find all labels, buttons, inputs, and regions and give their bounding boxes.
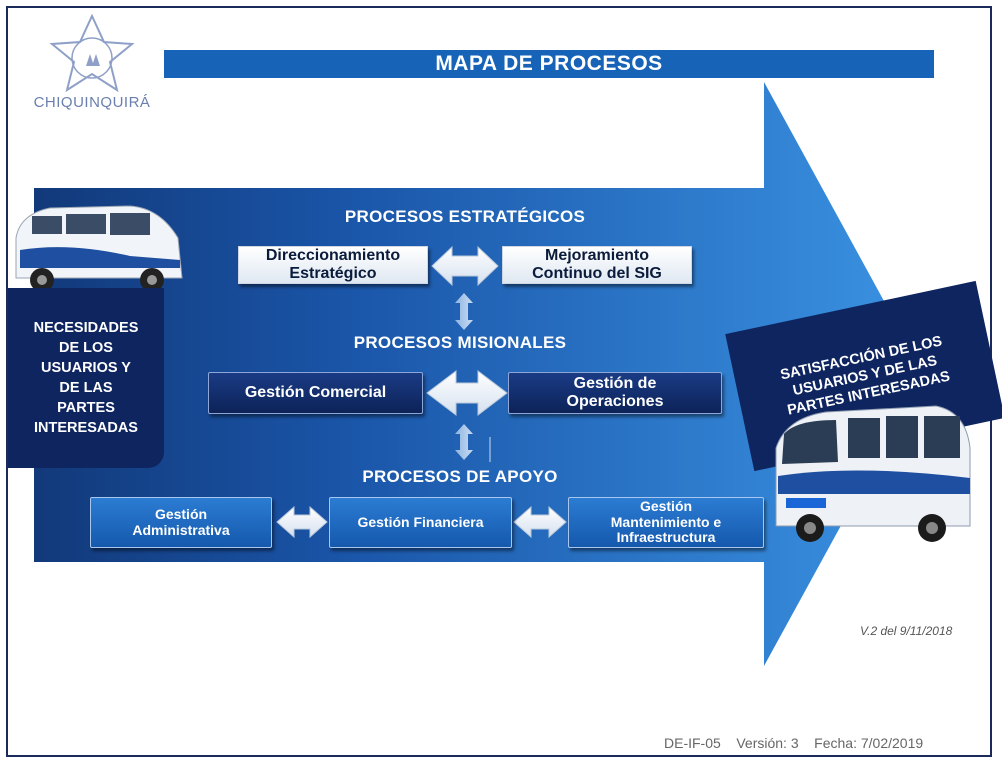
star-seal-icon — [49, 13, 135, 93]
process-label: Gestión de — [573, 375, 657, 393]
company-logo: CHIQUINQUIRÁ — [22, 13, 162, 120]
user-needs-line: USUARIOS Y — [41, 360, 131, 376]
process-label: Continuo del SIG — [532, 265, 662, 282]
user-needs-line: NECESIDADES — [33, 320, 139, 336]
process-label: Gestión Financiera — [357, 513, 484, 530]
strategic-process-box: Mejoramiento Continuo del SIG — [502, 246, 692, 284]
strategic-process-box: Direccionamiento Estratégico — [238, 246, 428, 284]
process-label: Mejoramiento — [544, 247, 649, 265]
double-arrow-icon — [513, 505, 567, 539]
left-bus-icon — [15, 205, 183, 292]
process-label: Infraestructura — [616, 529, 716, 546]
user-needs-panel: NECESIDADES DE LOS USUARIOS Y DE LAS PAR… — [8, 288, 164, 468]
missional-process-box: Gestión de Operaciones — [508, 372, 722, 414]
missional-section-title: PROCESOS MISIONALES — [353, 333, 567, 352]
right-bus-icon — [775, 405, 971, 542]
version-note: V.2 del 9/11/2018 — [860, 624, 953, 638]
process-label: Gestión — [639, 498, 693, 515]
vertical-double-arrow-icon — [455, 293, 473, 330]
process-label: Gestión — [154, 506, 208, 523]
strategic-section-title: PROCESOS ESTRATÉGICOS — [344, 207, 586, 226]
double-arrow-icon — [276, 505, 328, 539]
process-label: Gestión Comercial — [244, 384, 387, 402]
process-label: Direccionamiento — [265, 247, 401, 265]
document-footer: DE-IF-05 Versión: 3 Fecha: 7/02/2019 — [664, 735, 924, 751]
user-needs-line: INTERESADAS — [34, 420, 138, 436]
vertical-double-arrow-icon — [455, 424, 473, 460]
user-needs-line: DE LAS — [59, 380, 113, 396]
user-needs-line: PARTES — [57, 400, 115, 416]
process-label: Operaciones — [566, 393, 664, 410]
support-process-box: Gestión Financiera — [329, 497, 512, 548]
double-arrow-icon — [431, 245, 499, 287]
process-label: Mantenimiento e — [610, 513, 722, 530]
missional-process-box: Gestión Comercial — [208, 372, 423, 414]
support-section-title: PROCESOS DE APOYO — [362, 467, 558, 486]
page-title: MAPA DE PROCESOS — [164, 50, 934, 78]
double-arrow-icon — [426, 369, 508, 417]
user-needs-line: DE LOS — [59, 340, 113, 356]
process-label: Administrativa — [132, 521, 230, 538]
support-process-box: Gestión Mantenimiento e Infraestructura — [568, 497, 764, 548]
process-label: Estratégico — [289, 265, 377, 282]
support-process-box: Gestión Administrativa — [90, 497, 272, 548]
logo-caption: CHIQUINQUIRÁ — [33, 94, 151, 111]
